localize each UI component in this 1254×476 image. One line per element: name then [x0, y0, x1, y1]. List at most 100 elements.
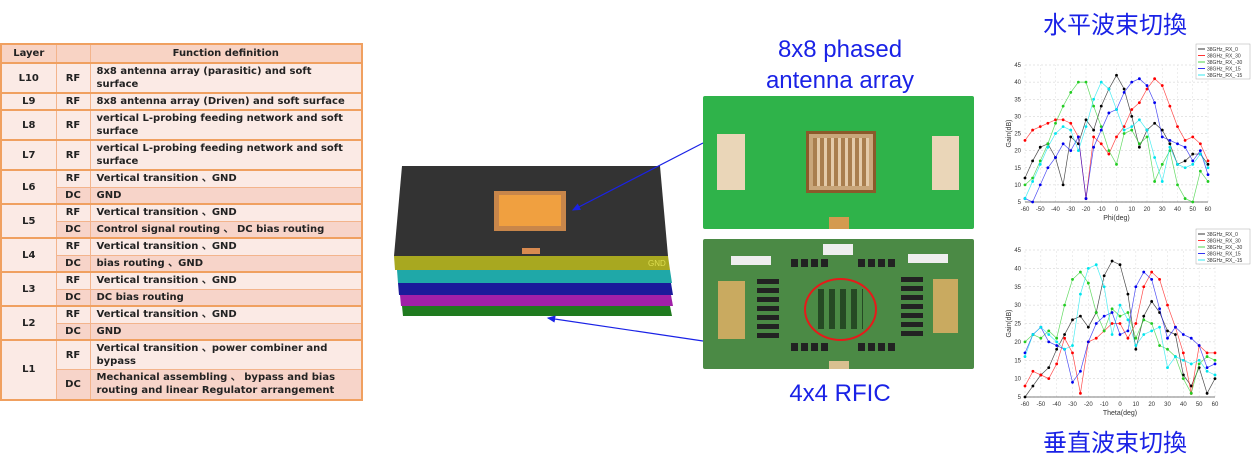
data-point — [1047, 340, 1051, 344]
data-point — [1183, 138, 1187, 142]
data-point — [1047, 333, 1051, 336]
data-point — [1181, 377, 1185, 381]
type-cell: RF — [55, 237, 91, 256]
data-point — [1102, 285, 1106, 289]
data-point — [1181, 333, 1185, 336]
x-tick-label: 10 — [1128, 207, 1135, 213]
x-tick-label: 50 — [1196, 402, 1203, 408]
rfic-highlight-circle — [804, 278, 877, 341]
data-point — [1183, 197, 1187, 200]
data-point — [1069, 135, 1073, 139]
data-point — [1213, 358, 1217, 362]
data-point — [1084, 125, 1088, 129]
data-point — [1134, 322, 1138, 325]
data-point — [1055, 344, 1059, 347]
data-point — [1189, 336, 1193, 340]
data-point — [1198, 149, 1202, 153]
data-point — [1130, 80, 1134, 84]
data-point — [1198, 142, 1202, 146]
data-point — [1160, 162, 1164, 166]
x-tick-label: 40 — [1180, 402, 1187, 408]
layer-cell: L7 — [0, 139, 57, 171]
data-point — [1206, 159, 1210, 163]
data-point — [1153, 180, 1157, 183]
data-point — [1176, 142, 1179, 146]
data-point — [1183, 166, 1187, 170]
data-point — [1031, 333, 1035, 336]
data-point — [1189, 362, 1193, 366]
data-point — [1197, 362, 1201, 366]
vertical-beam-switch-title: 垂直波束切換 — [1043, 430, 1187, 457]
data-point — [1126, 311, 1130, 314]
y-axis-label: Gain(dB) — [1006, 309, 1013, 337]
x-tick-label: 20 — [1144, 207, 1151, 213]
type-cell: RF — [55, 109, 91, 141]
data-point — [1153, 156, 1157, 159]
data-point — [1063, 347, 1066, 351]
x-tick-label: -60 — [1021, 207, 1030, 213]
y-tick-label: 25 — [1014, 322, 1021, 328]
data-point — [1122, 87, 1126, 91]
data-point — [1145, 128, 1149, 132]
data-point — [1142, 270, 1146, 274]
data-point — [1158, 278, 1161, 281]
type-cell: RF — [55, 271, 91, 290]
x-tick-label: -20 — [1084, 402, 1093, 408]
data-point — [1023, 395, 1027, 399]
legend-entry: 38GHz_RX_15 — [1207, 252, 1241, 258]
data-point — [1047, 377, 1051, 381]
data-point — [1055, 336, 1059, 340]
type-cell: DC — [55, 369, 91, 400]
data-point — [1061, 142, 1065, 146]
data-point — [1118, 314, 1122, 318]
data-point — [1023, 138, 1027, 142]
data-point — [1076, 80, 1080, 84]
x-tick-label: -30 — [1068, 402, 1077, 408]
y-tick-label: 45 — [1014, 248, 1021, 254]
data-point — [1038, 183, 1042, 187]
y-tick-label: 30 — [1014, 114, 1021, 120]
data-point — [1181, 351, 1185, 355]
data-point — [1160, 128, 1164, 132]
data-point — [1092, 97, 1096, 101]
x-tick-label: 0 — [1115, 207, 1119, 213]
legend-entry: 38GHz_RX_30 — [1207, 239, 1241, 245]
data-point — [1039, 373, 1043, 377]
data-point — [1176, 183, 1179, 187]
data-point — [1107, 149, 1111, 153]
data-point — [1205, 391, 1209, 395]
data-point — [1099, 104, 1103, 108]
gnd-label: GND — [648, 259, 666, 268]
x-tick-label: 10 — [1132, 402, 1139, 408]
data-point — [1181, 358, 1185, 362]
legend-entry: 38GHz_RX_0 — [1207, 47, 1238, 53]
arrow-to-rfic-layer — [546, 315, 704, 342]
data-point — [1061, 125, 1065, 129]
data-point — [1092, 135, 1096, 139]
data-point — [1069, 149, 1073, 153]
data-point — [1160, 180, 1164, 183]
y-tick-label: 5 — [1018, 200, 1022, 206]
data-point — [1118, 263, 1122, 267]
data-point — [1110, 333, 1114, 336]
data-point — [1206, 162, 1210, 166]
y-tick-label: 15 — [1014, 166, 1021, 172]
data-point — [1206, 180, 1210, 183]
data-point — [1126, 336, 1130, 340]
layer-cell: L2 — [0, 305, 57, 341]
data-point — [1023, 355, 1027, 358]
data-point — [1038, 162, 1042, 166]
data-point — [1145, 135, 1149, 139]
data-point — [1099, 142, 1103, 146]
data-point — [1079, 314, 1082, 318]
data-point — [1150, 322, 1154, 325]
data-point — [1130, 128, 1134, 132]
type-cell: RF — [55, 339, 91, 370]
legend-entry: 38GHz_RX_-15 — [1207, 258, 1243, 264]
function-cell: Vertical transition 、GND — [89, 237, 363, 256]
data-point — [1205, 366, 1209, 369]
